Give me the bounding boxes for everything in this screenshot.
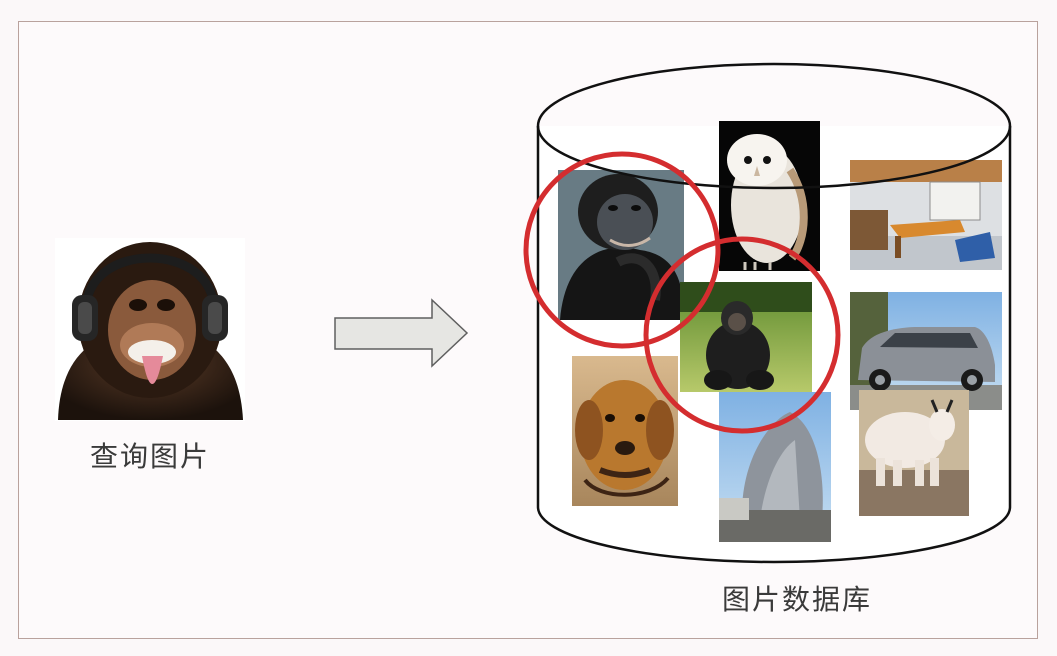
db-image-golden-retriever [572, 356, 678, 506]
db-image-office-room [850, 160, 1002, 270]
query-image [55, 238, 245, 421]
db-image-modern-building [719, 392, 831, 542]
db-image-barn-owl [719, 121, 820, 271]
db-image-chimpanzee-portrait [558, 170, 684, 320]
database-caption: 图片数据库 [722, 578, 872, 618]
db-image-chimpanzee-sitting-on-grass [680, 282, 812, 392]
db-image-mountain-goat [859, 390, 969, 516]
arrow-icon [335, 300, 467, 366]
query-image-caption: 查询图片 [90, 435, 210, 475]
